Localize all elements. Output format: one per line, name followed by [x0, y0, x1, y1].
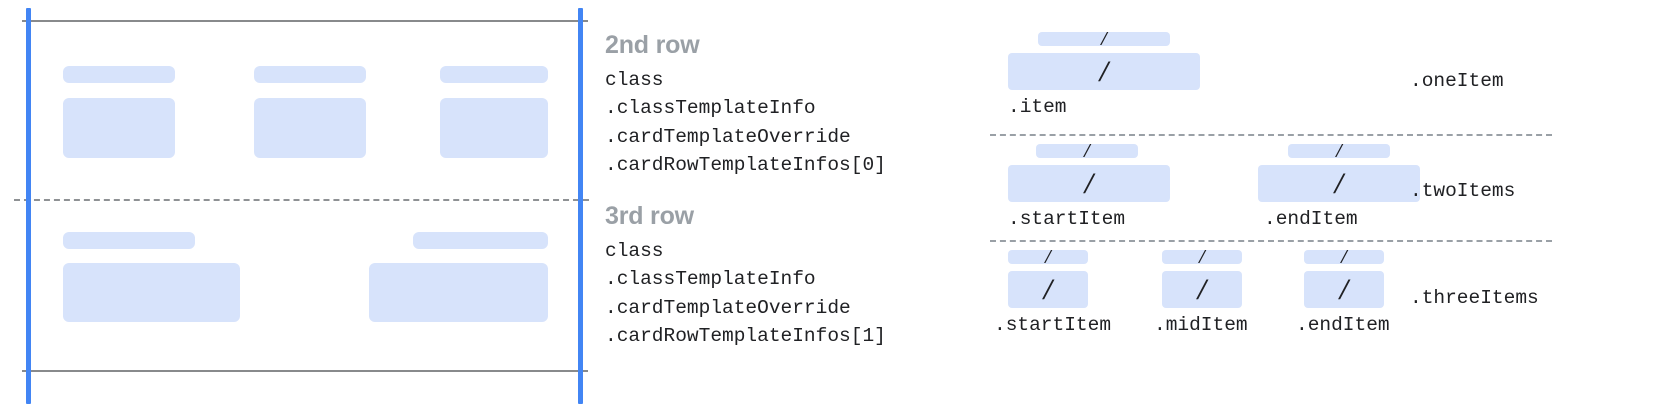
item-body-bar: / [1304, 271, 1384, 308]
variant-two-items-start: / / .startItem [1008, 140, 1170, 230]
slash-glyph: / [1334, 166, 1344, 200]
item-sub-label: .startItem [994, 314, 1112, 336]
item-variants-panel: / / .item .oneItem / / .startItem / / [980, 0, 1676, 412]
placeholder-body [63, 98, 175, 158]
text-block-2nd-row: 2nd row class .classTemplateInfo .cardTe… [605, 31, 886, 180]
slash-glyph: / [1339, 272, 1349, 306]
slash-glyph: / [1341, 246, 1347, 268]
variant-three-items-start: / / .startItem [994, 246, 1111, 336]
item-sub-label: .item [1008, 96, 1067, 118]
slash-glyph: / [1197, 272, 1207, 306]
card-bottom-rule [22, 370, 588, 372]
placeholder-label [413, 232, 548, 249]
card-row-divider [14, 199, 589, 201]
slash-glyph: / [1101, 28, 1107, 50]
block-line: class [605, 68, 664, 91]
block-line: .cardRowTemplateInfos[1] [605, 325, 886, 347]
block-line: .cardTemplateOverride [605, 125, 851, 148]
item-sub-label: .endItem [1296, 314, 1390, 336]
item-sub-label: .startItem [1008, 208, 1126, 230]
placeholder-label [63, 232, 195, 249]
item-body-bar: / [1162, 271, 1242, 308]
slash-glyph: / [1336, 140, 1342, 162]
variant-row-label: .oneItem [1410, 70, 1504, 92]
block-line: class [605, 239, 664, 262]
variant-two-items-end: / / .endItem [1258, 140, 1420, 230]
placeholder-label [63, 66, 175, 83]
slash-glyph: / [1045, 246, 1051, 268]
variant-three-items-mid: / / .midItem [1154, 246, 1248, 336]
item-sub-label: .endItem [1264, 208, 1358, 230]
item-sub-label: .midItem [1154, 314, 1248, 336]
slash-glyph: / [1084, 140, 1090, 162]
item-label-bar: / [1304, 246, 1384, 268]
slash-glyph: / [1043, 272, 1053, 306]
card-left-guide [26, 8, 31, 404]
slash-glyph: / [1099, 54, 1109, 88]
card-right-guide [578, 8, 583, 404]
item-label-bar: / [1162, 246, 1242, 268]
block-line: .cardTemplateOverride [605, 296, 851, 319]
placeholder-body [369, 263, 548, 322]
item-body-bar: / [1258, 165, 1420, 202]
slash-glyph: / [1199, 246, 1205, 268]
card-top-rule [22, 20, 588, 22]
placeholder-body [440, 98, 548, 158]
block-line: .cardRowTemplateInfos[0] [605, 154, 886, 176]
text-block-3rd-row: 3rd row class .classTemplateInfo .cardTe… [605, 202, 886, 351]
placeholder-body [63, 263, 240, 322]
variant-row-label: .twoItems [1410, 180, 1516, 202]
variant-divider [990, 134, 1552, 136]
item-body-bar: / [1008, 271, 1088, 308]
variant-divider [990, 240, 1552, 242]
block-title: 3rd row [605, 202, 694, 230]
placeholder-body [254, 98, 366, 158]
variant-three-items-end: / / .endItem [1296, 246, 1390, 336]
variant-one-item: / / .item [1008, 28, 1200, 118]
item-body-bar: / [1008, 53, 1200, 90]
item-label-bar: / [1038, 28, 1170, 50]
placeholder-label [440, 66, 548, 83]
card-mock-panel [0, 0, 590, 412]
item-label-bar: / [1036, 140, 1138, 162]
placeholder-label [254, 66, 366, 83]
item-label-bar: / [1288, 140, 1390, 162]
block-line: .classTemplateInfo [605, 268, 816, 290]
block-line: .classTemplateInfo [605, 97, 816, 119]
slash-glyph: / [1084, 166, 1094, 200]
item-body-bar: / [1008, 165, 1170, 202]
variant-row-label: .threeItems [1410, 287, 1539, 309]
item-label-bar: / [1008, 246, 1088, 268]
block-title: 2nd row [605, 31, 700, 59]
